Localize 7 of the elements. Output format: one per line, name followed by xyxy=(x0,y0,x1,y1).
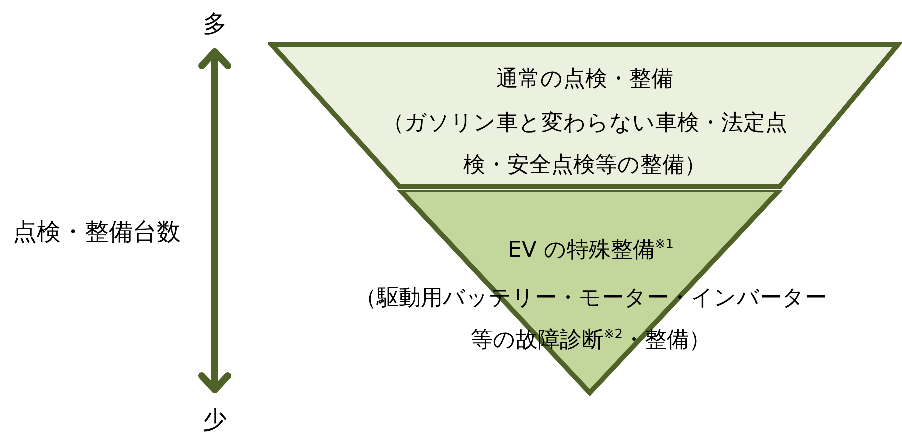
band-heading: EV の特殊整備$^{※1}$ xyxy=(506,236,676,265)
band-description: （ガソリン車と変わらない車検・法定点検・安全点検等の整備） xyxy=(382,110,788,180)
axis-label: 点検・整備台数 xyxy=(13,217,181,248)
band-heading: 通常の点検・整備 xyxy=(496,66,674,94)
axis-end-label: 少 xyxy=(203,405,227,432)
trapezoid-band xyxy=(268,41,902,190)
axis-end-label: 多 xyxy=(203,9,227,40)
